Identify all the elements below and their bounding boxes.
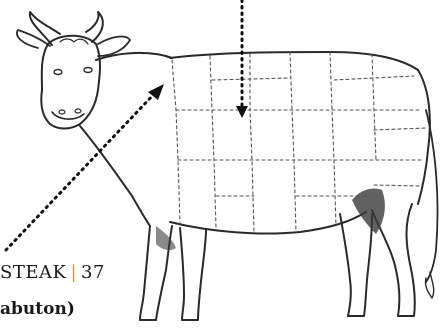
- cow-belly-outline: [170, 212, 366, 234]
- cow-back-outline: [170, 52, 418, 70]
- cow-dewlap: [80, 126, 150, 226]
- cow-rump-outline: [418, 70, 430, 204]
- cow-horn-right: [86, 12, 103, 42]
- cow-front-leg-right: [180, 228, 206, 320]
- cow-cut-lines: [172, 52, 426, 232]
- cow-eye-right: [84, 68, 92, 73]
- cow-horn-left: [30, 12, 60, 45]
- pointer-arrow-down-head: [236, 106, 248, 118]
- cow-tail: [426, 110, 438, 282]
- cow-ear-left: [17, 30, 50, 48]
- cut-price: 37: [81, 262, 105, 283]
- cut-label: STEAK|37: [0, 262, 105, 284]
- cow-hind-leg-left: [340, 214, 372, 316]
- cow-eye-left: [54, 70, 62, 75]
- price-separator: |: [70, 262, 77, 283]
- cow-head-outline: [41, 36, 100, 129]
- cut-name: STEAK: [0, 262, 66, 283]
- cut-subtitle: abuton): [0, 298, 75, 320]
- cow-neck: [96, 53, 172, 60]
